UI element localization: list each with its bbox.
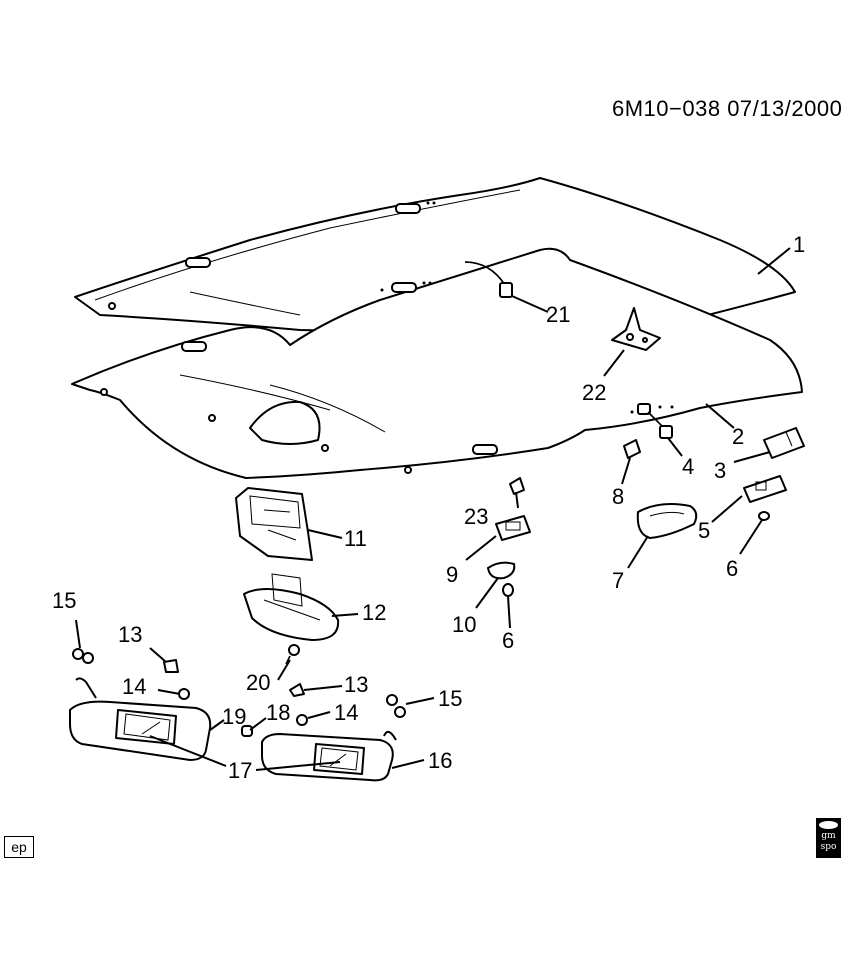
part-20-screw [285,644,300,665]
part-3-switch [763,427,805,459]
part-4-lamp-socket [637,403,673,439]
part-14-nut-right [296,714,308,726]
part-8-clip [623,439,641,459]
callout-10: 10 [452,612,476,637]
callout-13: 13 [118,622,142,647]
leader-lines [75,247,791,771]
callout-9: 9 [446,562,458,587]
callout-4: 4 [682,454,694,479]
part-16-sunvisor-right [261,730,397,782]
callout-15: 15 [438,686,462,711]
callout-21: 21 [546,302,570,327]
callout-18: 18 [266,700,290,725]
part-9-reading-lamp [495,515,531,541]
callout-3: 3 [714,458,726,483]
logo-text-gm: gm [821,831,836,841]
part-6-bulb-upper [758,511,770,521]
callout-6: 6 [726,556,738,581]
callout-15: 15 [52,588,76,613]
part-10-lens [487,561,516,580]
part-6-bulb-lower [502,583,514,597]
callout-labels: 1 2 3 4 5 6 7 8 9 10 6 11 12 13 13 14 14… [52,232,805,783]
callout-5: 5 [698,518,710,543]
logo-text-spo: spo [820,842,837,852]
callout-13: 13 [344,672,368,697]
callout-19: 19 [222,704,246,729]
part-12-console [243,573,340,641]
callout-8: 8 [612,484,624,509]
callout-23: 23 [464,504,488,529]
gm-spo-logo: gm spo [816,818,841,858]
callout-12: 12 [362,600,386,625]
part-15-clip-left [72,648,94,664]
callout-2: 2 [732,424,744,449]
callout-7: 7 [612,568,624,593]
part-13-retainer-right [289,683,305,697]
callout-11: 11 [344,526,367,551]
callout-22: 22 [582,380,606,405]
part-14-nut-left [178,688,190,700]
part-11-console-housing [235,487,313,561]
gm-logo-oval [819,821,838,829]
callout-14: 14 [122,674,146,699]
diagram-reference-code: 6M10−038 07/13/2000 [612,96,843,121]
part-22-bracket [611,307,661,351]
part-7-assist-handle [636,503,698,539]
callout-17: 17 [228,758,252,783]
callout-1: 1 [793,232,805,257]
callout-16: 16 [428,748,452,773]
part-23-clip [509,477,525,495]
part-13-retainer-left [163,659,179,673]
part-18-clip [241,725,253,737]
callout-6: 6 [502,628,514,653]
part-5-switch-bezel [743,475,787,503]
part-2-headliner-main [71,247,803,479]
part-15-clip-right [386,694,406,718]
edition-tag-box: ep [4,836,34,858]
callout-14: 14 [334,700,358,725]
callout-20: 20 [246,670,270,695]
